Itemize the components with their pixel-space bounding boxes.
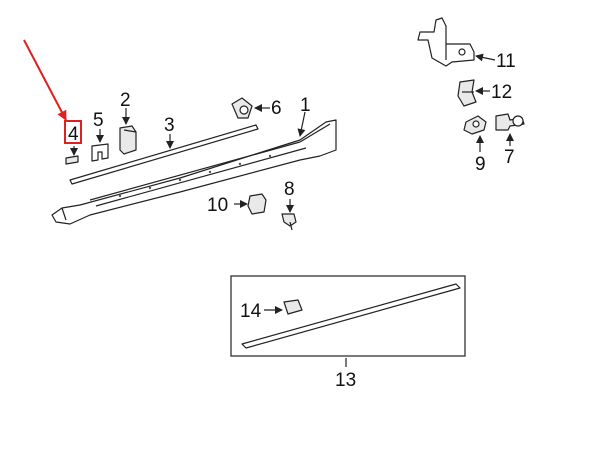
label-part-2: 2 <box>120 90 131 111</box>
label-part-6: 6 <box>271 98 282 119</box>
clip-part <box>91 143 109 162</box>
label-part-9: 9 <box>475 154 486 175</box>
label-part-12: 12 <box>491 82 512 103</box>
label-part-10: 10 <box>207 195 228 216</box>
label-part-7: 7 <box>504 147 515 168</box>
label-part-1: 1 <box>300 95 311 116</box>
fastener-clip-part <box>457 79 477 107</box>
pad-part <box>65 155 79 165</box>
highlight-arrow <box>23 39 67 121</box>
label-part-11: 11 <box>496 51 516 72</box>
strip-clip-part <box>283 299 303 315</box>
label-part-8: 8 <box>284 179 295 200</box>
moulding-strip-part <box>69 124 259 185</box>
label-part-3: 3 <box>164 115 175 136</box>
strip-part <box>241 283 461 349</box>
highlight-box <box>64 120 82 144</box>
screw-part <box>281 213 297 231</box>
block-part <box>119 125 137 155</box>
label-part-5: 5 <box>93 110 104 131</box>
label-part-13: 13 <box>335 370 356 391</box>
sub-assembly-box <box>230 275 466 357</box>
rivet-part <box>463 115 487 135</box>
bracket-part <box>417 17 475 67</box>
rocker-panel-part <box>51 119 337 225</box>
leader-lines <box>70 53 514 367</box>
push-clip-part <box>231 97 253 119</box>
label-part-14: 14 <box>240 301 262 322</box>
label-part-4: 4 <box>68 124 79 145</box>
bolt-part <box>495 113 525 131</box>
grommet-part <box>247 193 267 215</box>
